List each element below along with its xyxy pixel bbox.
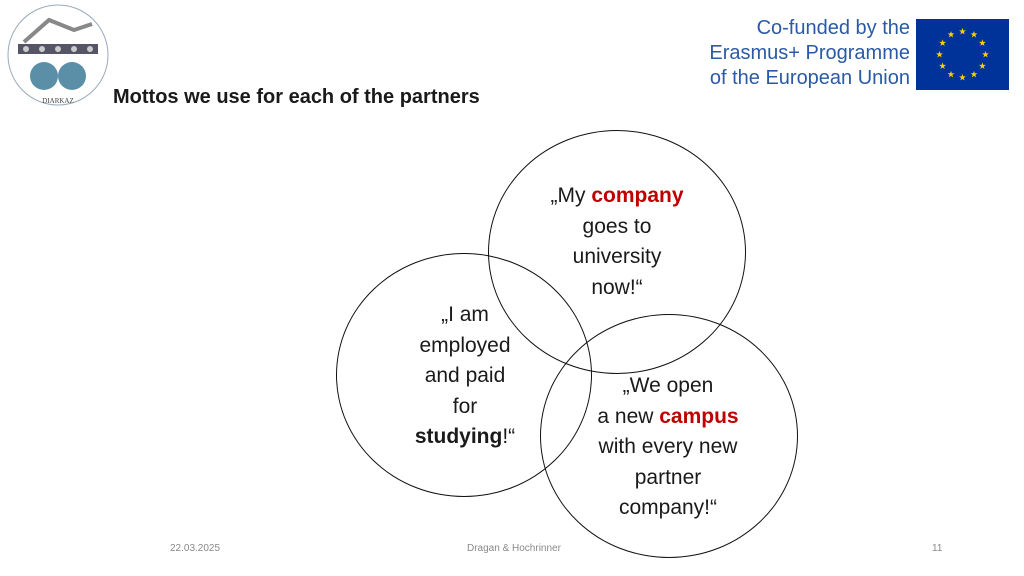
keyword-campus: campus	[659, 404, 739, 428]
motto-text: „We open	[622, 374, 714, 397]
eu-star-icon	[970, 30, 978, 38]
motto-text: company!“	[618, 496, 718, 519]
motto-campus: „We open a new campus with every new par…	[570, 371, 766, 524]
slide-title: Mottos we use for each of the partners	[113, 86, 480, 108]
motto-text: employed	[419, 333, 511, 357]
eu-star-icon	[970, 70, 978, 78]
eu-star-icon	[947, 70, 955, 78]
motto-text: partner	[634, 465, 702, 489]
eu-star-icon	[939, 39, 947, 46]
eu-flag-icon	[916, 19, 1009, 90]
motto-text: „My	[550, 184, 592, 207]
keyword-company: company	[591, 184, 684, 207]
footer-page-number: 11	[932, 543, 943, 554]
motto-text: a new	[597, 404, 660, 428]
motto-text: for	[452, 394, 478, 418]
eu-star-icon	[936, 50, 943, 58]
cofunded-line: of the European Union	[709, 67, 910, 89]
eu-star-icon	[959, 27, 966, 35]
logo-caption: DIARKAZ	[42, 97, 74, 105]
motto-text: university	[572, 245, 662, 268]
eu-star-icon	[959, 73, 966, 81]
eu-star-icon	[978, 39, 986, 46]
eu-star-icon	[947, 30, 955, 38]
cofunded-text: Co-funded by the Erasmus+ Programme of t…	[700, 16, 910, 91]
motto-text: and paid	[424, 364, 506, 387]
motto-employed: „I am employed and paid for studying!“	[385, 300, 545, 453]
eu-star-icon	[982, 50, 989, 58]
motto-text: !“	[502, 425, 516, 448]
eu-star-icon	[939, 62, 947, 69]
eu-star-icon	[978, 62, 986, 69]
motto-text: „I am	[441, 303, 489, 326]
diarkaz-logo: DIARKAZ	[7, 4, 109, 106]
motto-company: „My company goes to university now!“	[517, 181, 717, 303]
motto-text: now!“	[591, 275, 643, 299]
footer-date: 22.03.2025	[170, 543, 221, 554]
motto-text: with every new	[598, 435, 738, 458]
motto-text: goes to	[582, 214, 652, 238]
cofunded-line: Erasmus+ Programme	[709, 42, 910, 64]
cofunded-line: Co-funded by the	[756, 17, 910, 39]
footer-author: Dragan & Hochrinner	[467, 543, 561, 554]
circle-campus	[540, 314, 798, 558]
keyword-studying: studying	[414, 425, 503, 448]
